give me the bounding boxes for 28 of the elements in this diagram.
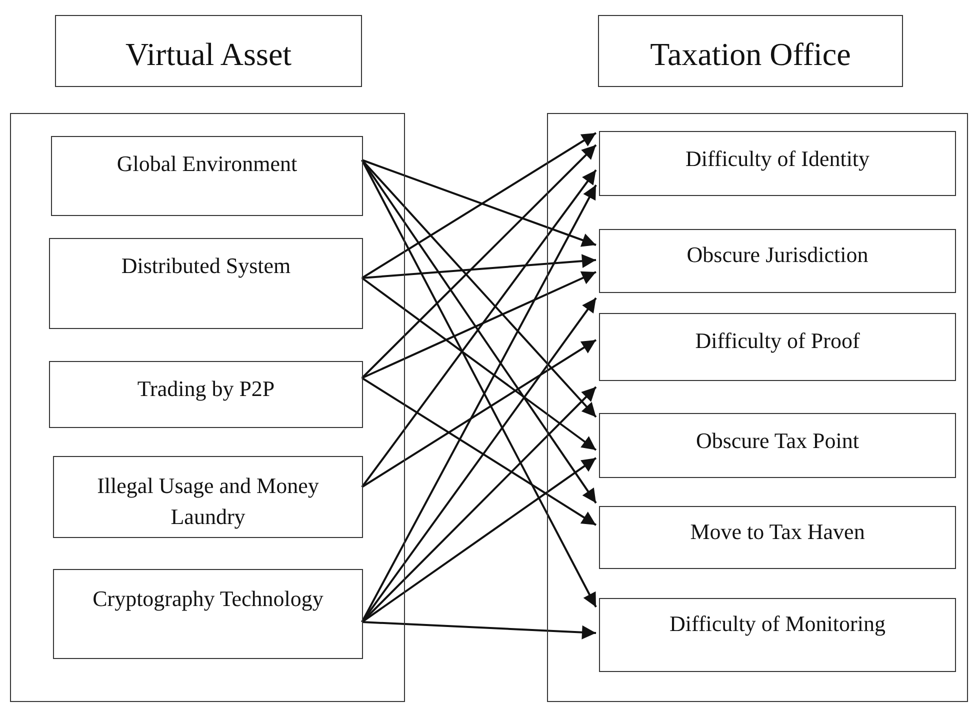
group-box <box>10 113 405 702</box>
label-text: Virtual Asset <box>124 35 293 74</box>
label-text: Difficulty of Identity <box>684 145 871 173</box>
factor-box <box>599 413 956 478</box>
label-text: Obscure Jurisdiction <box>686 241 870 269</box>
factor-box <box>599 598 956 672</box>
group-box <box>547 113 968 702</box>
heading-box <box>55 15 362 87</box>
label-text: Obscure Tax Point <box>694 427 860 455</box>
factor-box <box>599 313 956 381</box>
factor-box <box>53 569 363 659</box>
label-text: Cryptography Technology <box>92 585 324 613</box>
label-text: Illegal Usage and Money Laundry <box>96 472 320 531</box>
factor-box <box>49 238 363 329</box>
label-text: Difficulty of Proof <box>694 327 861 355</box>
factor-box <box>599 131 956 196</box>
label-text: Global Environment <box>116 150 298 178</box>
factor-box <box>49 361 363 428</box>
label-text: Move to Tax Haven <box>689 518 866 546</box>
label-text: Trading by P2P <box>136 375 276 403</box>
factor-box <box>51 136 363 216</box>
label-text: Distributed System <box>120 252 292 280</box>
factor-box <box>53 456 363 538</box>
label-text: Difficulty of Monitoring <box>668 610 886 638</box>
heading-box <box>598 15 903 87</box>
factor-box <box>599 229 956 293</box>
label-text: Taxation Office <box>649 35 852 74</box>
factor-box <box>599 506 956 569</box>
